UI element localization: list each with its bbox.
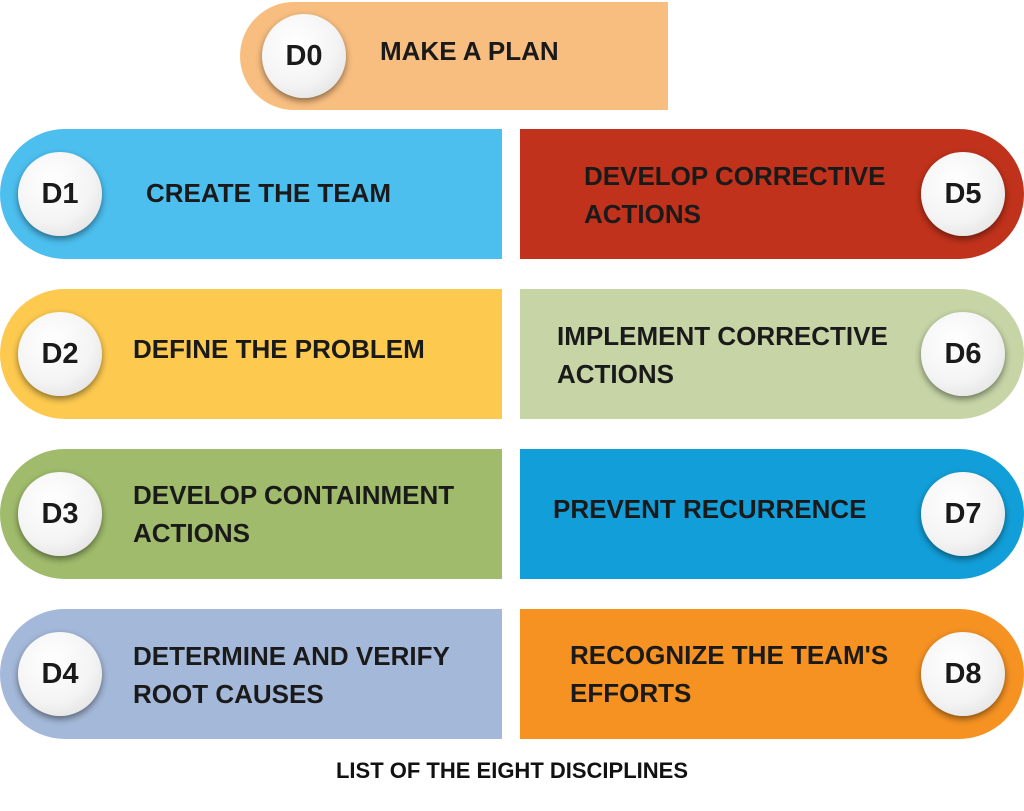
step-d2-label: DEFINE THE PROBLEM — [133, 334, 425, 364]
step-d5-badge: D5 — [921, 152, 1005, 236]
step-d6-label: IMPLEMENT CORRECTIVE ACTIONS — [557, 321, 888, 389]
step-d1-label: CREATE THE TEAM — [146, 178, 392, 208]
step-d7-label: PREVENT RECURRENCE — [553, 494, 867, 524]
step-d4-badge: D4 — [18, 632, 102, 716]
step-d2-badge: D2 — [18, 312, 102, 396]
step-d7-badge: D7 — [921, 472, 1005, 556]
step-d4-label: DETERMINE AND VERIFY ROOT CAUSES — [133, 641, 450, 709]
step-d0-label: MAKE A PLAN — [380, 36, 559, 66]
diagram-caption: LIST OF THE EIGHT DISCIPLINES — [335, 758, 689, 783]
step-d8-badge: D8 — [921, 632, 1005, 716]
step-d3-badge: D3 — [18, 472, 102, 556]
step-d3-label: DEVELOP CONTAINMENT ACTIONS — [133, 480, 455, 548]
step-d0-badge: D0 — [262, 14, 346, 98]
step-d5-label: DEVELOP CORRECTIVE ACTIONS — [584, 161, 886, 229]
step-d6-badge: D6 — [921, 312, 1005, 396]
step-d8-label: RECOGNIZE THE TEAM'S EFFORTS — [570, 640, 889, 708]
step-d1-badge: D1 — [18, 152, 102, 236]
